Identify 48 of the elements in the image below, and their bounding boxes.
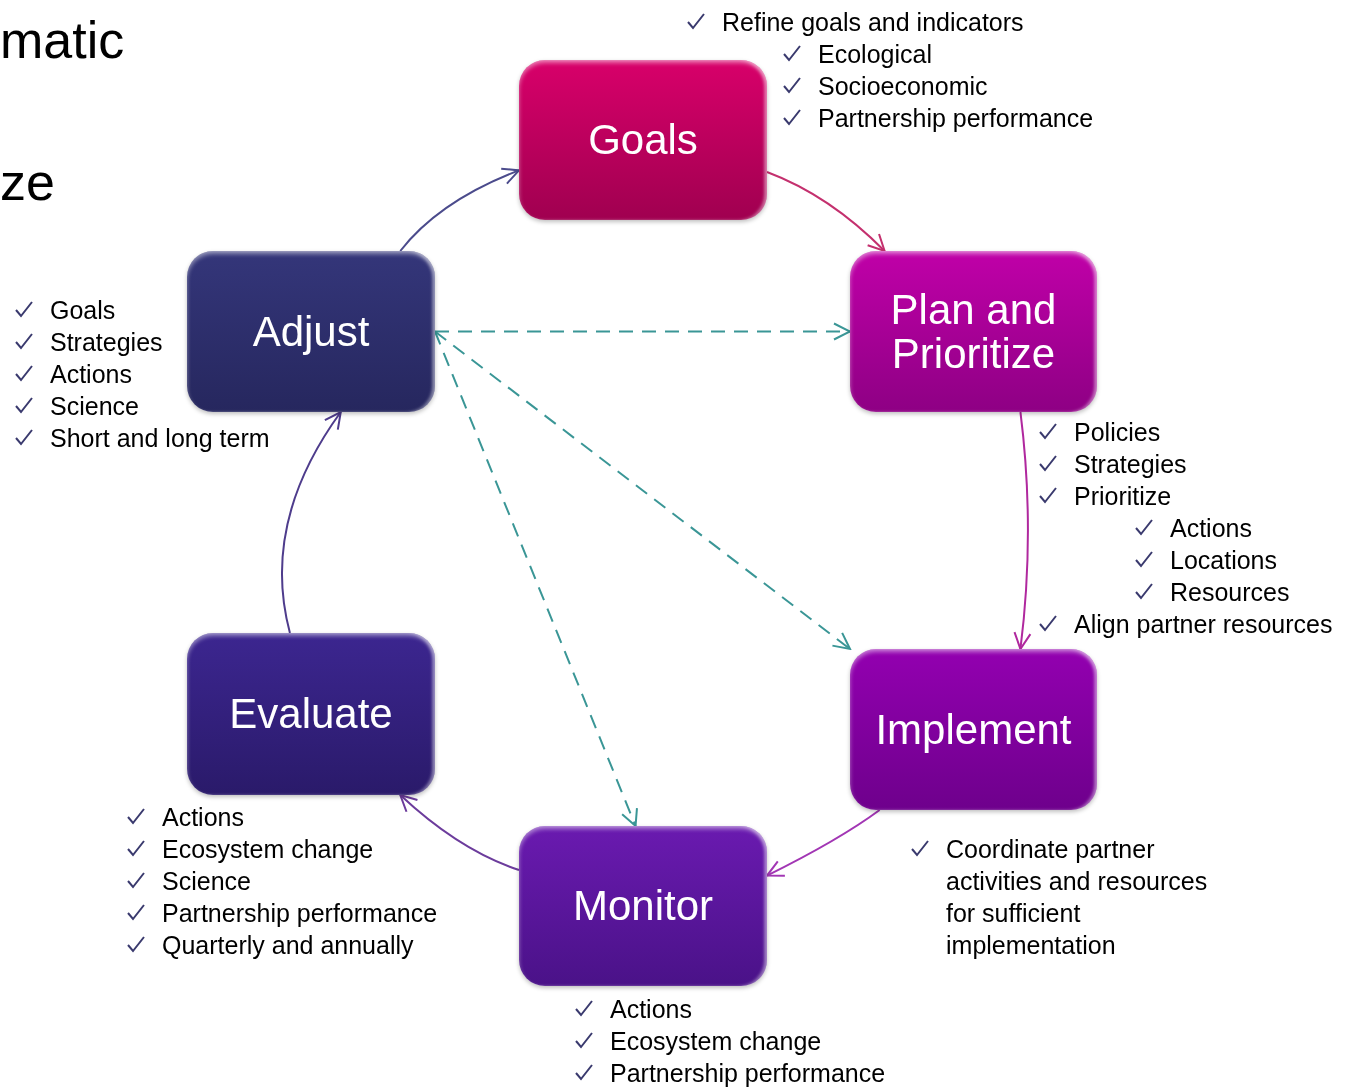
checklist-item: Science [162, 866, 251, 897]
checklist-item: Ecological [818, 39, 932, 70]
box-label: Plan and Prioritize [889, 287, 1058, 376]
box-label: Evaluate [228, 692, 394, 736]
checklist-item: Partnership performance [162, 898, 438, 929]
checklist-item: Strategies [50, 327, 163, 358]
checklist-item: Resources [1170, 577, 1290, 608]
checklist-item: Science [50, 391, 139, 422]
box-label: Implement [874, 707, 1073, 752]
checklist-item: Quarterly and annually [162, 930, 414, 961]
checklist-item: Strategies [1074, 449, 1187, 480]
title-fragment: matic [0, 14, 125, 66]
process-box [187, 251, 435, 412]
process-box [187, 633, 435, 795]
arrow [434, 330, 851, 650]
checklist-item: Coordinate partner activities and resources for sufficient implementation [946, 834, 1209, 961]
checklist-item: Partnership performance [818, 103, 1094, 134]
process-box [850, 251, 1097, 412]
box-label: Monitor [571, 884, 715, 928]
process-box [519, 826, 767, 986]
checklist-item: Ecosystem change [610, 1026, 822, 1057]
checklist-item: Align partner resources [1074, 609, 1333, 640]
checklist-item: Actions [50, 359, 132, 390]
process-box [519, 60, 767, 220]
checklist-item: Partnership performance [610, 1058, 886, 1087]
arrow [766, 809, 881, 877]
checklist-item: Socioeconomic [818, 71, 988, 102]
arrow [399, 794, 520, 871]
title-fragment: ze [0, 156, 55, 208]
arrow [766, 171, 886, 252]
checklist-item: Ecosystem change [162, 834, 374, 865]
box-label: Adjust [251, 309, 371, 354]
arrow [434, 322, 851, 341]
checklist-item: Refine goals and indicators [722, 7, 1024, 38]
checklist-item: Actions [162, 802, 244, 833]
arrow [1013, 411, 1032, 650]
arrow [399, 167, 520, 252]
process-box [850, 649, 1097, 810]
checklist-item: Policies [1074, 417, 1161, 448]
arrow [281, 411, 342, 634]
arrow [434, 330, 638, 827]
checklist-item: Locations [1170, 545, 1278, 576]
checklist-item: Goals [50, 295, 116, 326]
checklist-item: Short and long term [50, 423, 270, 454]
box-label: Goals [587, 118, 699, 162]
checklist-item: Actions [610, 994, 692, 1025]
checklist-item: Actions [1170, 513, 1252, 544]
checklist-item: Prioritize [1074, 481, 1172, 512]
